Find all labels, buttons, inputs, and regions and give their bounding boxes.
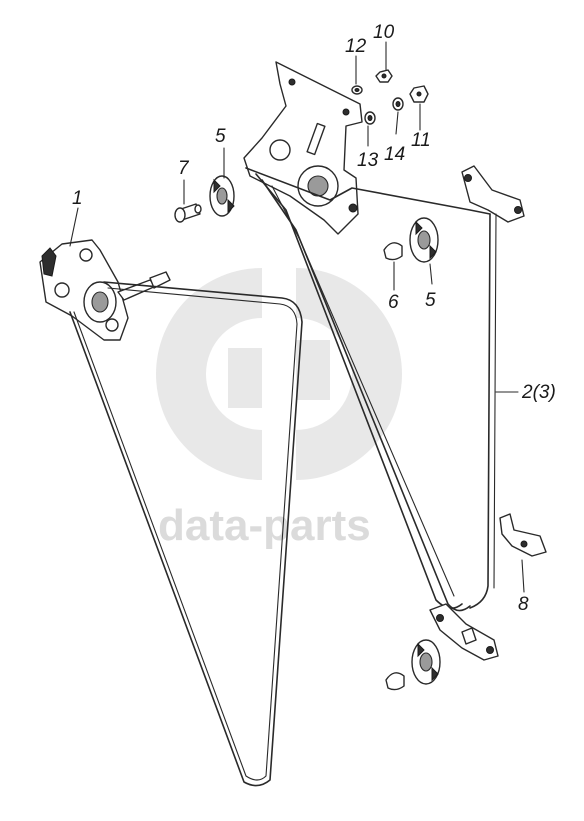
guide-rail-edge (493, 213, 497, 589)
roller-pulley-upper-left (209, 175, 235, 217)
cap-plug-lower (385, 672, 405, 691)
callout-5-lower: 5 (425, 290, 436, 311)
callout-7: 7 (178, 158, 190, 179)
callout-2-3: 2(3) (521, 382, 556, 403)
callout-5-upper: 5 (215, 126, 226, 147)
regulator-drum-mechanism (39, 239, 171, 341)
guide-rail-upper-bracket (461, 165, 525, 223)
callout-13: 13 (357, 150, 379, 171)
washer-13 (364, 111, 376, 125)
callout-1: 1 (72, 188, 83, 209)
washer-14 (392, 97, 404, 111)
watermark-text: data-parts (158, 501, 371, 550)
guide-rail (469, 213, 491, 609)
pin-bolt (174, 203, 202, 223)
callout-12: 12 (345, 36, 367, 57)
callout-11: 11 (411, 130, 431, 151)
drive-cable-loop (69, 281, 303, 787)
drive-cable-loop-inner (73, 287, 298, 781)
roller-pulley-lower (411, 639, 441, 685)
roller-pulley-right (409, 217, 439, 263)
cable-run-upper (245, 167, 491, 215)
rail-clip (499, 513, 547, 557)
callout-10: 10 (373, 22, 395, 43)
nut-12 (351, 85, 363, 95)
nut-11 (409, 85, 429, 103)
upper-mounting-bracket (243, 61, 363, 235)
callout-6: 6 (388, 292, 399, 313)
cable-run-diagonal-1 (261, 179, 471, 612)
cap-plug-right (383, 242, 403, 261)
watermark-logo (156, 268, 402, 480)
cable-run-diagonal-3 (271, 185, 455, 597)
leader-lines (69, 41, 525, 593)
callout-8: 8 (518, 594, 529, 615)
nut-10 (375, 69, 393, 83)
guide-rail-lower-bracket (429, 603, 499, 661)
callout-14: 14 (384, 144, 405, 165)
